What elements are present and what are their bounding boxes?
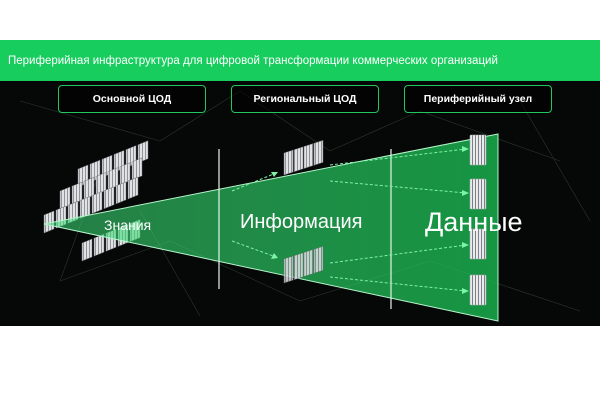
column-header-edge: Периферийный узел xyxy=(404,85,552,113)
server-tower-icon xyxy=(469,134,487,306)
diagram-canvas xyxy=(19,90,591,322)
arrow-heads xyxy=(271,146,469,294)
server-rack-cluster-icon xyxy=(283,139,324,176)
bottom-margin xyxy=(0,326,600,400)
server-rack-cluster-icon xyxy=(283,245,324,284)
flow-arrows xyxy=(231,148,467,292)
page-title: Периферийная инфраструктура для цифровой… xyxy=(8,55,498,67)
column-header-core: Основной ЦОД xyxy=(58,85,206,113)
data-funnel xyxy=(43,133,499,322)
label-data: Данные xyxy=(425,207,523,237)
title-banner xyxy=(0,40,600,81)
label-information: Информация xyxy=(240,211,363,233)
diagram-stage: Основной ЦОД Региональный ЦОД Периферийн… xyxy=(0,81,600,326)
label-knowledge: Знания xyxy=(104,217,152,233)
column-header-regional: Региональный ЦОД xyxy=(231,85,379,113)
top-margin xyxy=(0,0,600,40)
